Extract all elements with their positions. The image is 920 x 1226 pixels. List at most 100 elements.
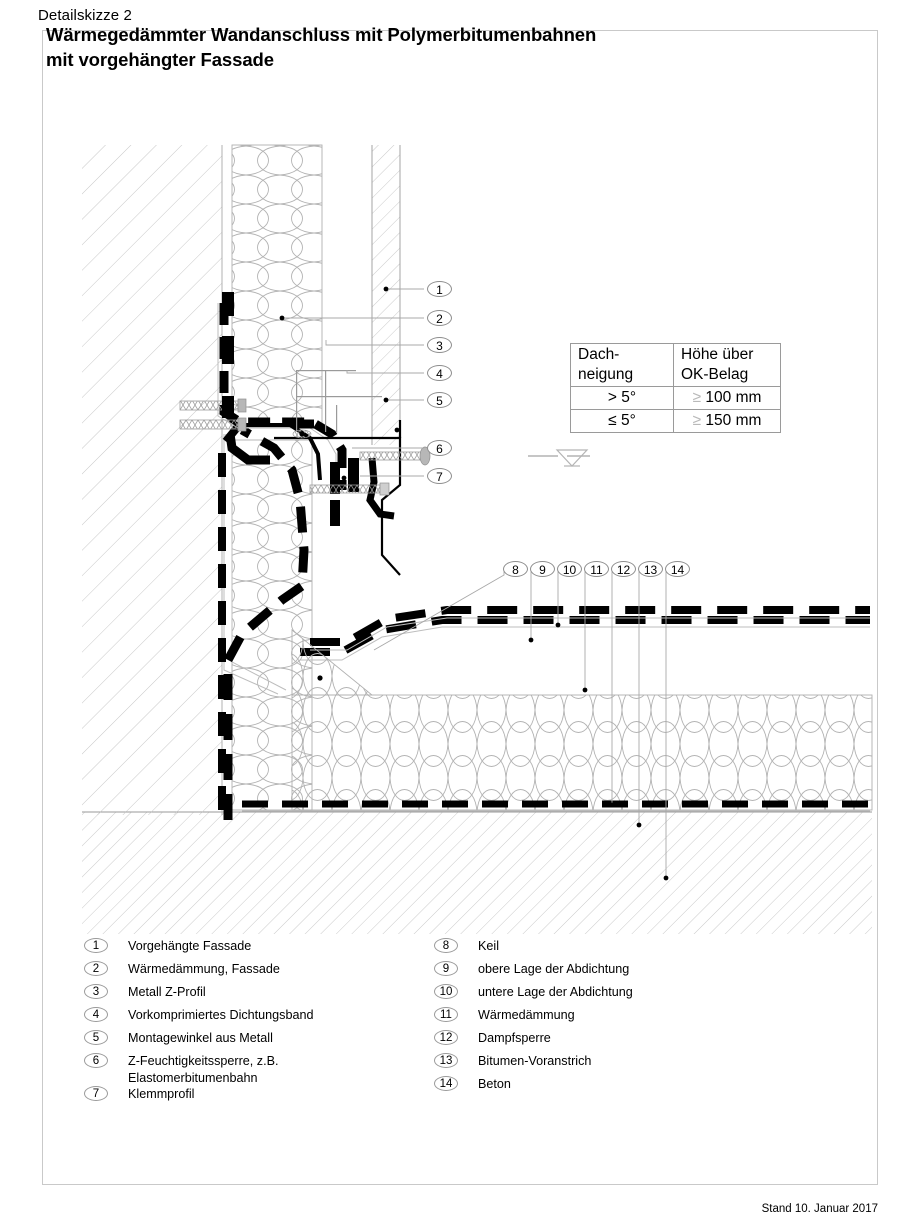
legend-number-badge: 14 (434, 1076, 458, 1091)
table-cell-height-value: 150 mm (705, 412, 762, 429)
sheet-label: Detailskizze 2 (38, 7, 132, 24)
callout-marker-11: 11 (584, 561, 609, 577)
legend-item-11: 11 Wärmedämmung (434, 1007, 774, 1030)
legend-number-badge: 12 (434, 1030, 458, 1045)
legend-label-line-1: Wärmedämmung (478, 1008, 575, 1022)
reference-level-symbol (528, 449, 590, 467)
legend-number-badge: 4 (84, 1007, 108, 1022)
roof-pitch-table: Dach- neigung Höhe über OK-Belag > 5° ≥ … (570, 343, 781, 433)
legend-number-badge: 8 (434, 938, 458, 953)
legend-item-4: 4 Vorkomprimiertes Dichtungsband (84, 1007, 424, 1030)
legend-number-badge: 2 (84, 961, 108, 976)
legend-label: Dampfsperre (478, 1030, 774, 1047)
legend-item-12: 12 Dampfsperre (434, 1030, 774, 1053)
table-cell-height: ≥ 100 mm (673, 386, 781, 410)
legend-label: Vorgehängte Fassade (128, 938, 424, 955)
legend-label: Bitumen-Voranstrich (478, 1053, 774, 1070)
legend-label-line-1: Z-Feuchtigkeitssperre, z.B. (128, 1054, 279, 1068)
legend-item-2: 2 Wärmedämmung, Fassade (84, 961, 424, 984)
anchor-3 (309, 482, 390, 496)
legend-number-badge: 1 (84, 938, 108, 953)
legend-number-badge: 5 (84, 1030, 108, 1045)
insulation-anchor-plates (222, 292, 234, 418)
legend-number-badge: 10 (434, 984, 458, 999)
legend-label-line-1: Klemmprofil (128, 1087, 195, 1101)
detail-drawing (42, 30, 878, 1185)
legend-label: Klemmprofil (128, 1086, 424, 1103)
table-cell-height: ≥ 150 mm (673, 409, 781, 433)
legend-label: Montagewinkel aus Metall (128, 1030, 424, 1047)
callout-marker-8: 8 (503, 561, 528, 577)
small-fastener (292, 429, 312, 439)
legend-label-line-2: Elastomerbitumenbahn (128, 1070, 258, 1085)
callout-marker-5: 5 (427, 392, 452, 408)
vapour-barrier-and-primer (242, 800, 870, 812)
wall-masonry (82, 145, 223, 815)
legend-label-line-1: obere Lage der Abdichtung (478, 962, 630, 976)
table-header-pitch-line1: Dach- (578, 346, 620, 363)
legend-label: Vorkomprimiertes Dichtungsband (128, 1007, 424, 1024)
table-row: > 5° ≥ 100 mm (570, 386, 781, 410)
legend-label: obere Lage der Abdichtung (478, 961, 774, 978)
legend-number-badge: 13 (434, 1053, 458, 1068)
legend-label-line-1: Bitumen-Voranstrich (478, 1054, 592, 1068)
anchor-1 (179, 398, 247, 413)
legend-item-6: 6 Z-Feuchtigkeitssperre, z.B. Elastomerbit… (84, 1053, 424, 1086)
callout-marker-6: 6 (427, 440, 452, 456)
table-cell-pitch: ≤ 5° (570, 409, 674, 433)
table-cell-pitch: > 5° (570, 386, 674, 410)
leader-lines-vertical (279, 286, 424, 477)
clamping-profile (330, 457, 395, 526)
legend-item-13: 13 Bitumen-Voranstrich (434, 1053, 774, 1076)
callout-marker-14: 14 (665, 561, 690, 577)
legend-number-badge: 7 (84, 1086, 108, 1101)
callout-marker-13: 13 (638, 561, 663, 577)
callout-marker-7: 7 (427, 468, 452, 484)
legend-label-line-1: Beton (478, 1077, 511, 1091)
callout-marker-3: 3 (427, 337, 452, 353)
table-header-height-line1: Höhe über (681, 346, 754, 363)
legend-label-line-1: Vorkomprimiertes Dichtungsband (128, 1008, 314, 1022)
metal-mounting-angle (274, 420, 402, 576)
legend-number-badge: 3 (84, 984, 108, 999)
wall-anchors (179, 398, 431, 496)
legend-item-10: 10 untere Lage der Abdichtung (434, 984, 774, 1007)
legend-label-line-1: Wärmedämmung, Fassade (128, 962, 280, 976)
callout-marker-1: 1 (427, 281, 452, 297)
page-title: Wärmegedämmter Wandanschluss mit Polymer… (46, 22, 786, 72)
metal-z-profile (296, 370, 382, 432)
legend-number-badge: 6 (84, 1053, 108, 1068)
legend-label-line-1: Montagewinkel aus Metall (128, 1031, 273, 1045)
table-row: ≤ 5° ≥ 150 mm (570, 409, 781, 433)
table-header-row: Dach- neigung Höhe über OK-Belag (570, 343, 781, 387)
roof-insulation-horizontal (291, 694, 873, 811)
footer-date: Stand 10. Januar 2017 (761, 1203, 878, 1215)
legend-label: Metall Z-Profil (128, 984, 424, 1001)
callout-marker-9: 9 (530, 561, 555, 577)
table-header-pitch: Dach- neigung (570, 343, 674, 387)
callout-marker-2: 2 (427, 310, 452, 326)
legend-item-3: 3 Metall Z-Profil (84, 984, 424, 1007)
facade-insulation-vertical (231, 144, 323, 428)
comparison-glyph: ≥ (692, 412, 702, 429)
legend-label-line-1: Vorgehängte Fassade (128, 939, 252, 953)
table-header-pitch-line2: neigung (578, 366, 634, 383)
legend-label-line-1: untere Lage der Abdichtung (478, 985, 633, 999)
legend-label-line-1: Dampfsperre (478, 1031, 551, 1045)
concrete-slab (82, 811, 872, 934)
callout-marker-12: 12 (611, 561, 636, 577)
legend-number-badge: 11 (434, 1007, 458, 1022)
legend-label: Wärmedämmung (478, 1007, 774, 1024)
legend-label: untere Lage der Abdichtung (478, 984, 774, 1001)
legend-label: Wärmedämmung, Fassade (128, 961, 424, 978)
table-header-height-line2: OK-Belag (681, 366, 749, 383)
table-cell-height-value: 100 mm (705, 389, 762, 406)
comparison-glyph: ≥ (692, 389, 702, 406)
legend-item-7: 7 Klemmprofil (84, 1086, 424, 1109)
legend-item-5: 5 Montagewinkel aus Metall (84, 1030, 424, 1053)
legend-column-left: 1 Vorgehängte Fassade 2 Wärmedämmung, Fassa… (84, 938, 424, 1109)
table-header-height: Höhe über OK-Belag (673, 343, 781, 387)
legend-label: Z-Feuchtigkeitssperre, z.B. Elastomerbitu… (128, 1053, 424, 1086)
